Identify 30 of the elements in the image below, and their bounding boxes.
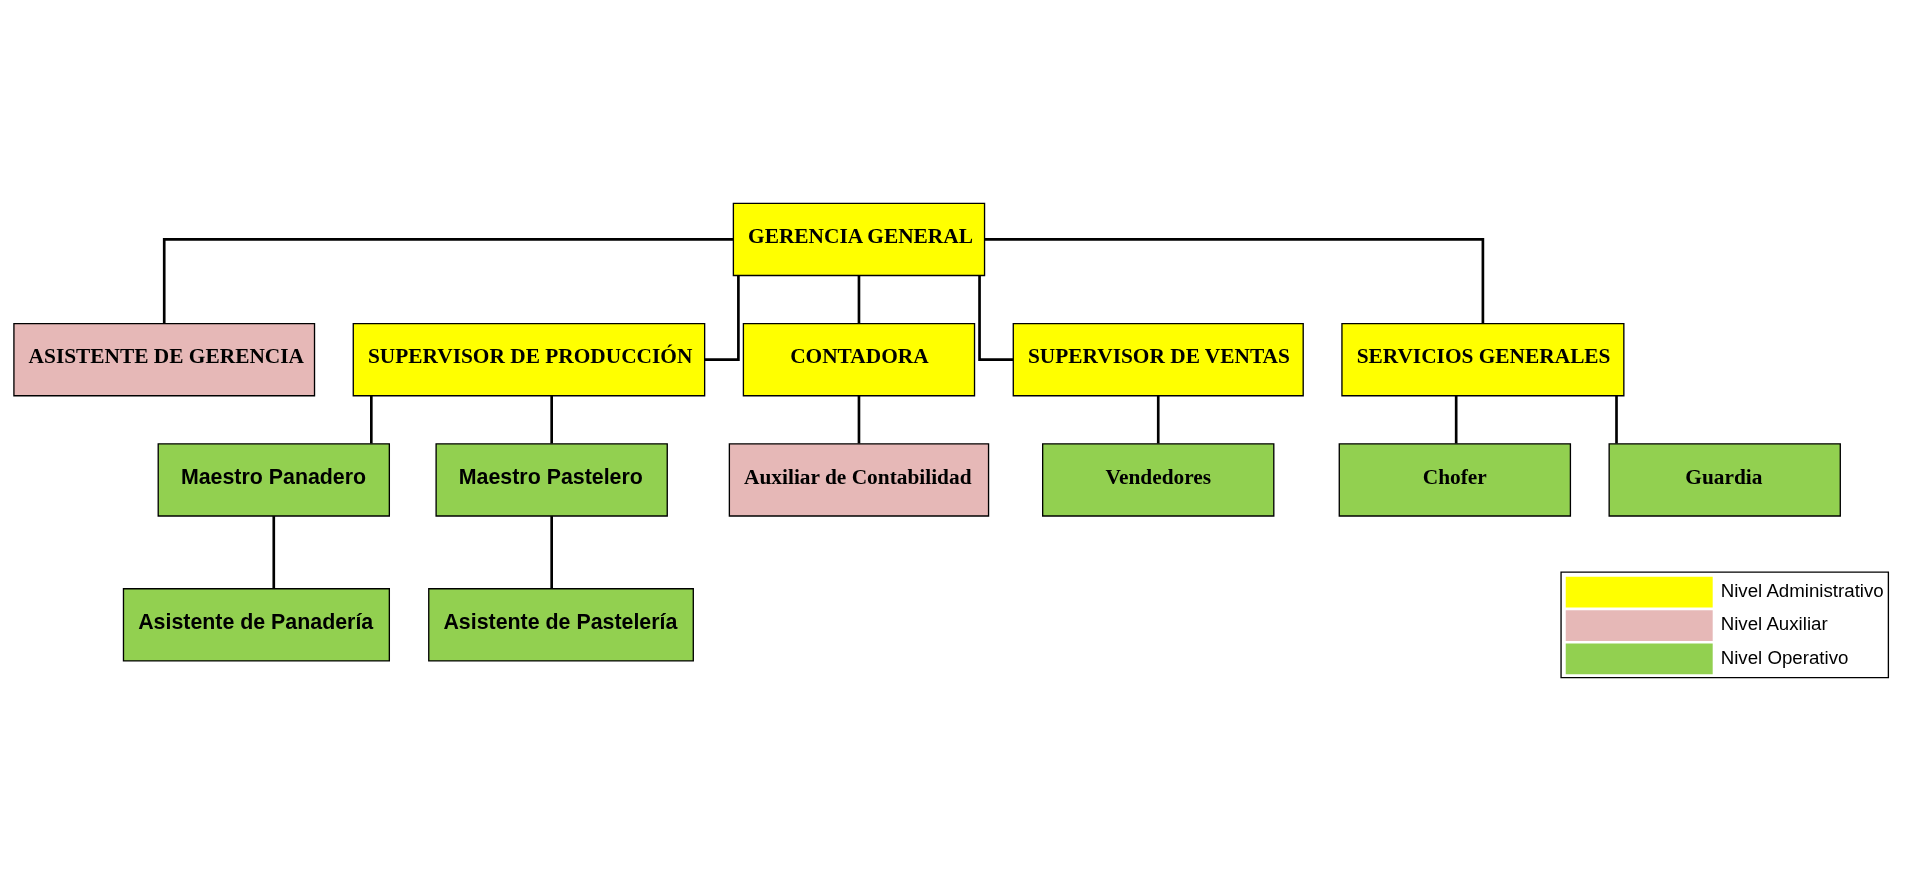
node-box: CONTADORA [742, 322, 976, 397]
node-box: Maestro Panadero [157, 443, 391, 517]
connector [369, 395, 373, 444]
node-box: Asistente de Pastelería [428, 588, 694, 662]
connector [1454, 395, 1458, 444]
node-box: ASISTENTE DE GERENCIA [13, 322, 316, 397]
node-box: Vendedores [1042, 443, 1275, 517]
legend-label: Nivel Auxiliar [1720, 613, 1828, 635]
legend-label: Nivel Operativo [1720, 646, 1849, 668]
connector [704, 275, 740, 361]
connector [1156, 395, 1160, 444]
node-box: Asistente de Panadería [122, 588, 391, 662]
node-box: SUPERVISOR DE VENTAS [1012, 322, 1304, 397]
node-box: SERVICIOS GENERALES [1341, 322, 1625, 397]
node-box: Chofer [1338, 443, 1572, 517]
connector [162, 238, 734, 324]
node-box: Auxiliar de Contabilidad [728, 443, 990, 517]
node-box: GERENCIA GENERAL [732, 202, 986, 277]
connector [978, 275, 1014, 361]
connector [272, 516, 276, 589]
connector [550, 395, 553, 444]
connector [550, 516, 553, 589]
connector [984, 238, 1485, 324]
connector [1615, 395, 1618, 444]
legend-label: Nivel Administrativo [1720, 580, 1884, 602]
connector [857, 395, 861, 444]
node-box: Maestro Pastelero [435, 443, 668, 517]
node-box: SUPERVISOR DE PRODUCCIÓN [352, 322, 706, 397]
node-box: Guardia [1608, 443, 1841, 517]
connector [857, 275, 861, 324]
